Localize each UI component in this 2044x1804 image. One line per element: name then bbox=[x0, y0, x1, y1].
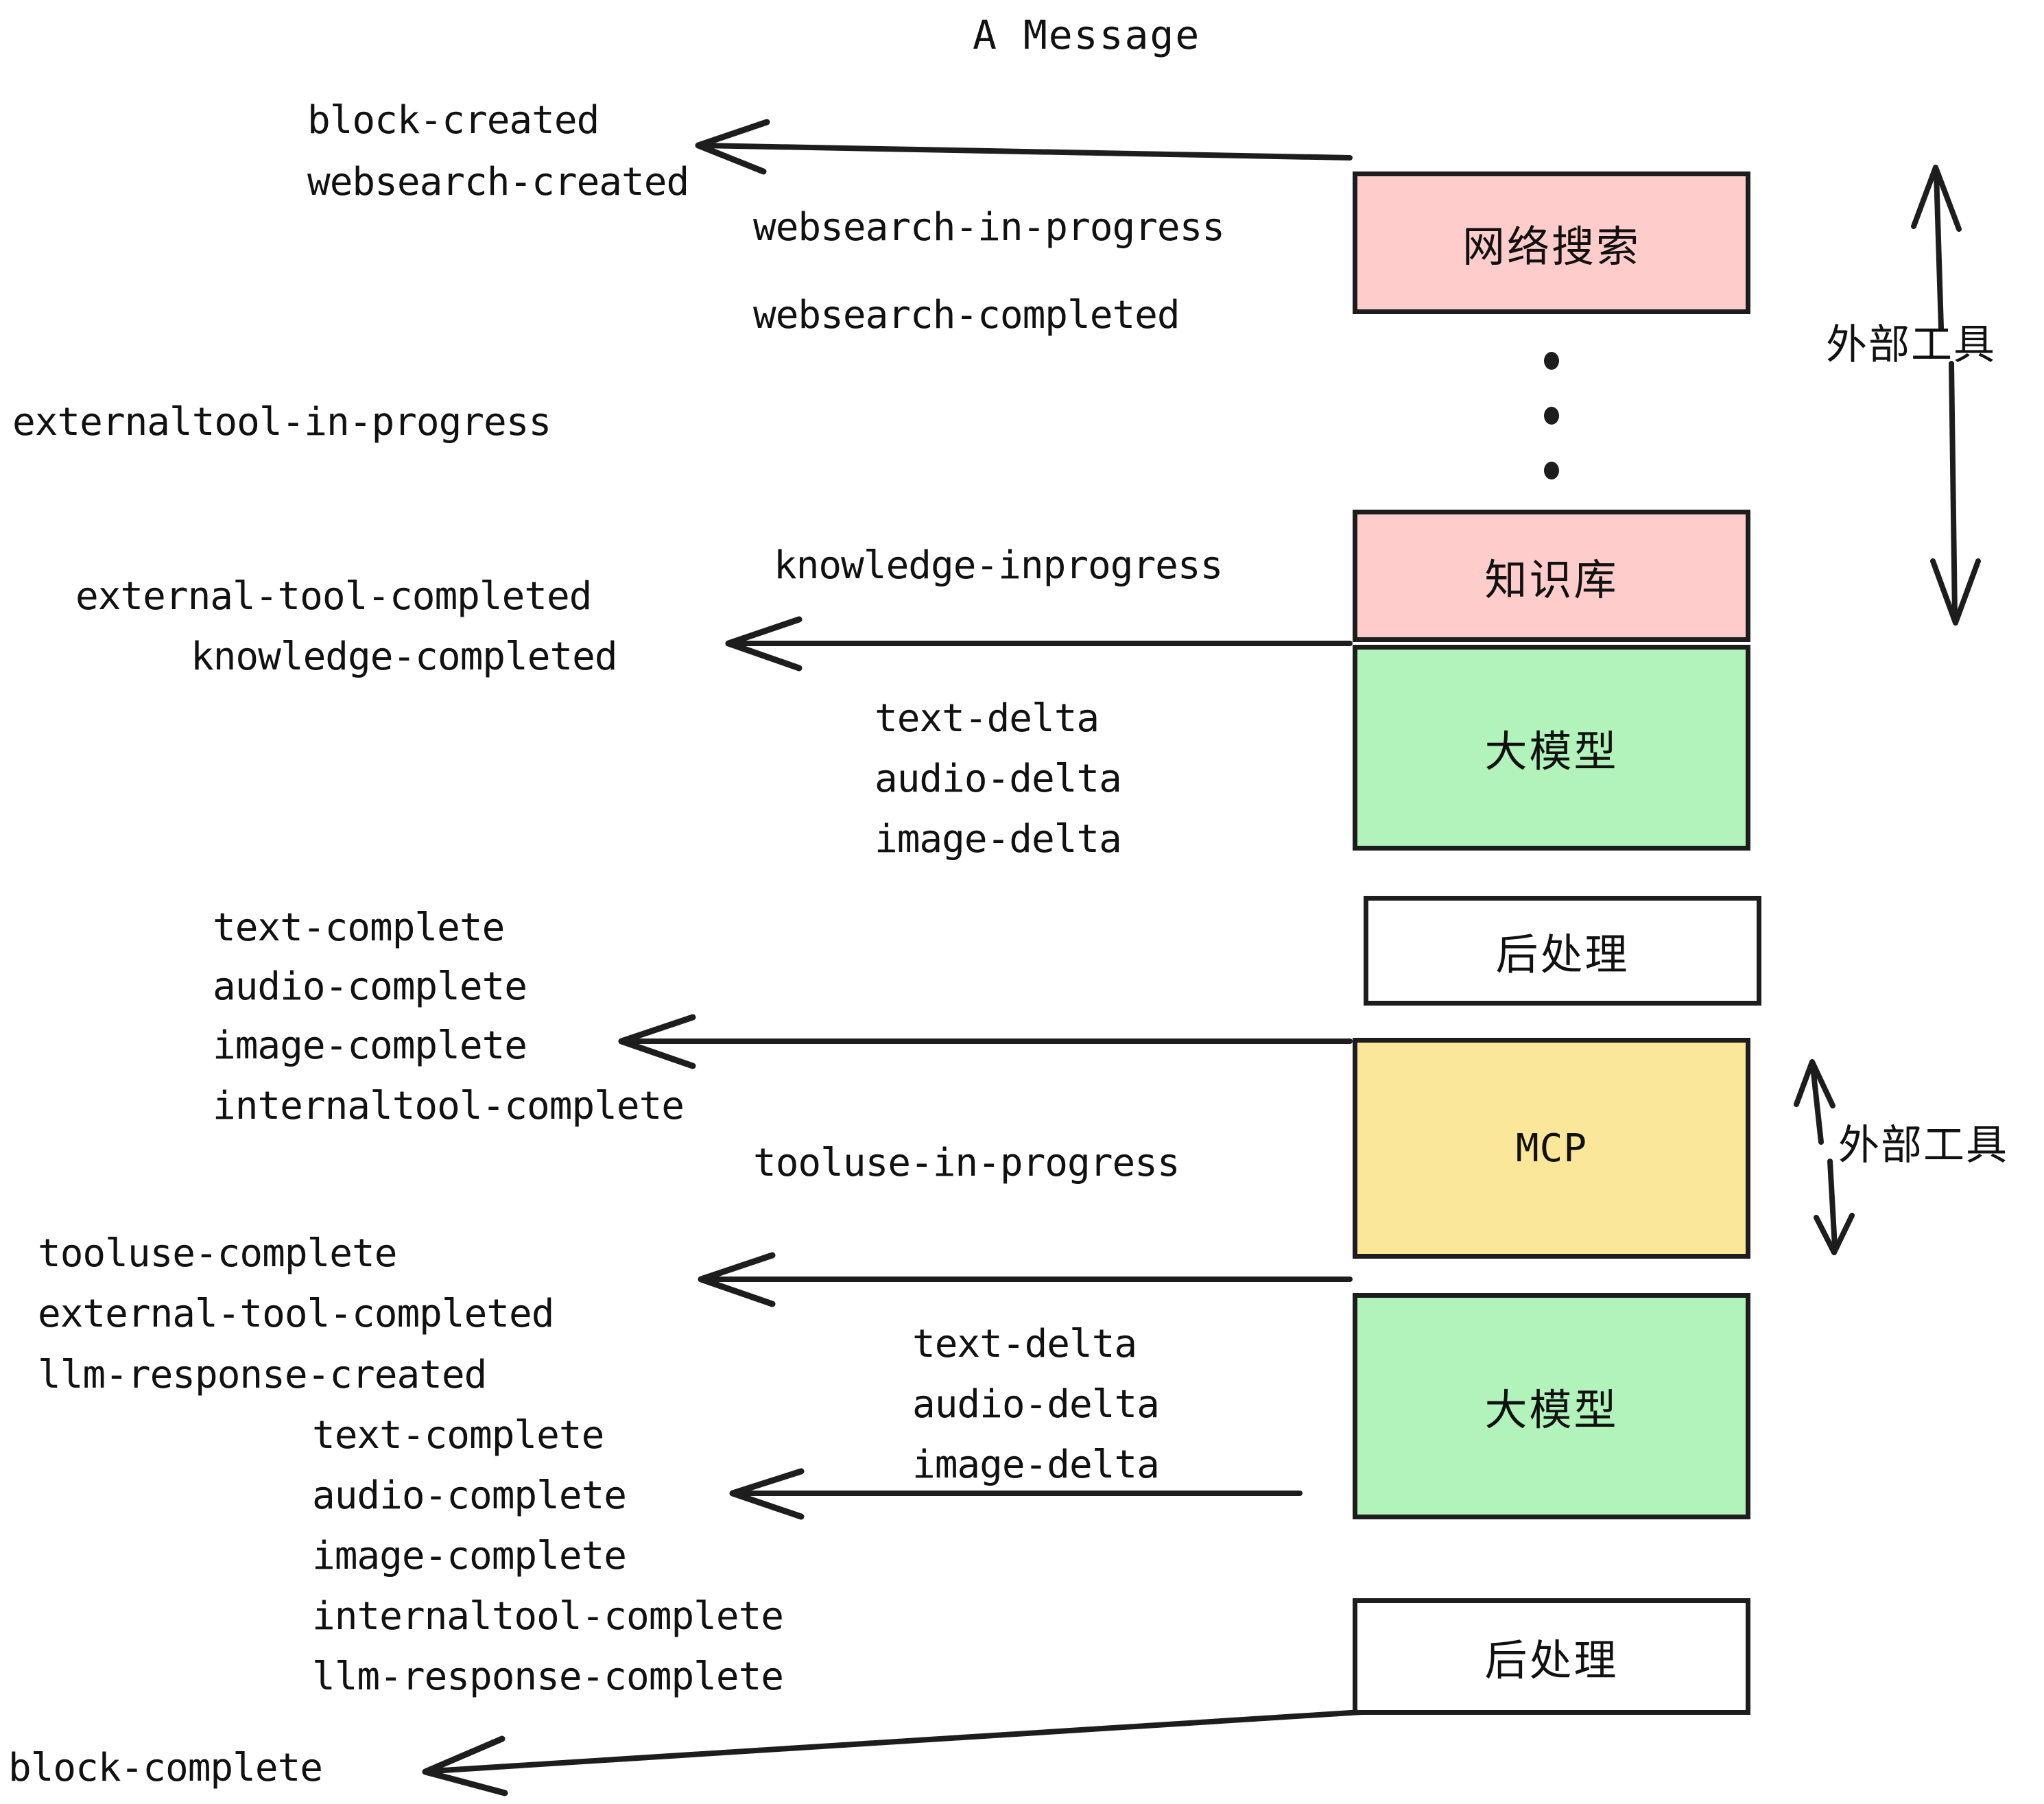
box-postprocess-bottom[interactable]: 后处理 bbox=[1353, 1598, 1750, 1715]
ellipsis-dot bbox=[1544, 462, 1559, 479]
event-tooluse-in-progress: tooluse-in-progress bbox=[753, 1141, 1180, 1185]
event-llm-response-complete: llm-response-complete bbox=[312, 1654, 784, 1699]
event-llm-response-created: llm-response-created bbox=[38, 1353, 487, 1397]
event-block-created: block-created bbox=[307, 98, 599, 143]
event-websearch-in-progress: websearch-in-progress bbox=[753, 205, 1225, 250]
side-label-external-tool-upper: 外部工具 bbox=[1826, 321, 1996, 369]
event-image-complete-1: image-complete bbox=[213, 1023, 527, 1068]
event-knowledge-completed: knowledge-completed bbox=[191, 634, 618, 679]
side-label-external-tool-lower: 外部工具 bbox=[1838, 1121, 2008, 1170]
event-internaltool-complete-2: internaltool-complete bbox=[312, 1594, 784, 1639]
ellipsis-dot bbox=[1544, 352, 1559, 370]
event-text-delta-2: text-delta bbox=[912, 1322, 1137, 1366]
arrow-postprocess-to-block-complete bbox=[422, 1709, 1364, 1796]
event-websearch-completed: websearch-completed bbox=[753, 293, 1180, 337]
box-postprocess-top[interactable]: 后处理 bbox=[1364, 896, 1761, 1006]
event-audio-delta-1: audio-delta bbox=[875, 757, 1122, 801]
event-externaltool-in-progress: externaltool-in-progress bbox=[12, 400, 551, 444]
arrow-llm-top-to-events bbox=[618, 1014, 1353, 1069]
box-llm-bottom[interactable]: 大模型 bbox=[1353, 1293, 1750, 1519]
event-audio-delta-2: audio-delta bbox=[912, 1382, 1160, 1427]
event-websearch-created: websearch-created bbox=[307, 160, 689, 204]
event-knowledge-inprogress: knowledge-inprogress bbox=[774, 543, 1223, 588]
ellipsis-dot bbox=[1544, 407, 1559, 425]
event-image-delta-1: image-delta bbox=[875, 817, 1122, 862]
event-tooluse-complete: tooluse-complete bbox=[38, 1231, 397, 1276]
event-external-tool-completed-2: external-tool-completed bbox=[38, 1292, 554, 1336]
event-image-complete-2: image-complete bbox=[312, 1534, 627, 1578]
box-knowledge[interactable]: 知识库 bbox=[1353, 510, 1750, 642]
bracket-external-tool-upper bbox=[1911, 165, 1981, 626]
event-internaltool-complete-1: internaltool-complete bbox=[213, 1084, 685, 1128]
arrow-mcp-to-events bbox=[698, 1252, 1353, 1307]
arrow-websearch-to-events bbox=[695, 119, 1353, 175]
arrow-knowledge-to-events bbox=[725, 616, 1353, 672]
event-text-complete-2: text-complete bbox=[312, 1413, 604, 1458]
event-block-complete: block-complete bbox=[8, 1746, 323, 1790]
box-llm-top[interactable]: 大模型 bbox=[1353, 645, 1750, 851]
box-mcp[interactable]: MCP bbox=[1353, 1038, 1750, 1259]
event-image-delta-2: image-delta bbox=[912, 1443, 1160, 1487]
event-text-delta-1: text-delta bbox=[875, 696, 1100, 741]
page-title: A Message bbox=[973, 12, 1201, 58]
event-audio-complete-2: audio-complete bbox=[312, 1473, 627, 1518]
event-text-complete-1: text-complete bbox=[213, 905, 505, 950]
box-websearch[interactable]: 网络搜索 bbox=[1353, 171, 1750, 314]
event-audio-complete-1: audio-complete bbox=[213, 964, 527, 1009]
event-external-tool-completed-1: external-tool-completed bbox=[75, 574, 592, 619]
